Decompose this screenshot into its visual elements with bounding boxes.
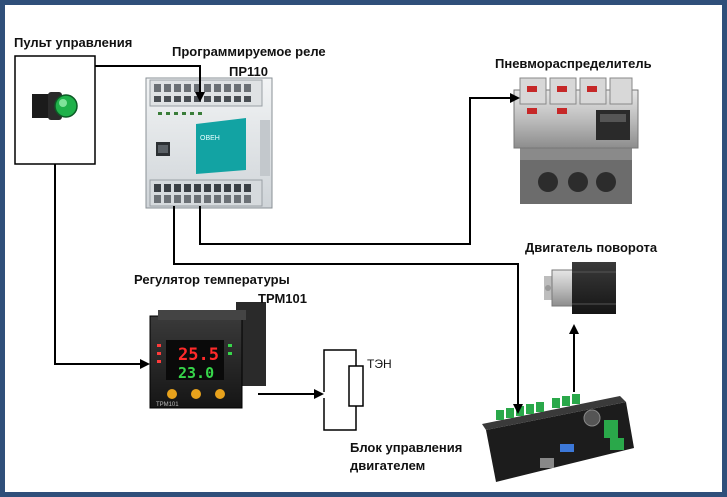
label-plc-title: Программируемое реле	[172, 44, 326, 59]
control-panel-device	[14, 55, 96, 165]
label-plc-model: ПР110	[229, 64, 268, 79]
label-motor: Двигатель поворота	[525, 240, 658, 255]
motor-device	[544, 262, 616, 314]
trm-front-label: ТРМ101	[156, 402, 179, 408]
trm-display-bottom: 23.0	[178, 364, 214, 382]
wire-panel-to-plc	[95, 65, 205, 102]
temp-regulator-device: 25.5 23.0 ТРМ101	[149, 302, 266, 409]
wire-plc-to-pneumatic	[199, 93, 520, 245]
motor-driver-device	[482, 394, 634, 482]
pneumatic-device	[513, 77, 639, 204]
label-motor-ctrl-line1: Блок управления	[350, 440, 463, 455]
trm-display-top: 25.5	[178, 345, 219, 365]
wire-plc-to-driver	[173, 206, 523, 414]
wire-panel-to-trm	[54, 164, 150, 369]
plc-device: ОВЕН	[145, 77, 273, 209]
plc-brand-text: ОВЕН	[200, 135, 220, 142]
label-motor-ctrl-line2: двигателем	[350, 458, 426, 473]
heater-symbol	[323, 349, 364, 431]
label-pneumatic: Пневмораспределитель	[495, 56, 652, 71]
wiring	[54, 65, 579, 414]
label-temp-reg-title: Регулятор температуры	[134, 272, 290, 287]
label-temp-reg-model: ТРМ101	[258, 291, 307, 306]
label-heater: ТЭН	[367, 357, 392, 371]
label-control-panel: Пульт управления	[14, 35, 133, 50]
